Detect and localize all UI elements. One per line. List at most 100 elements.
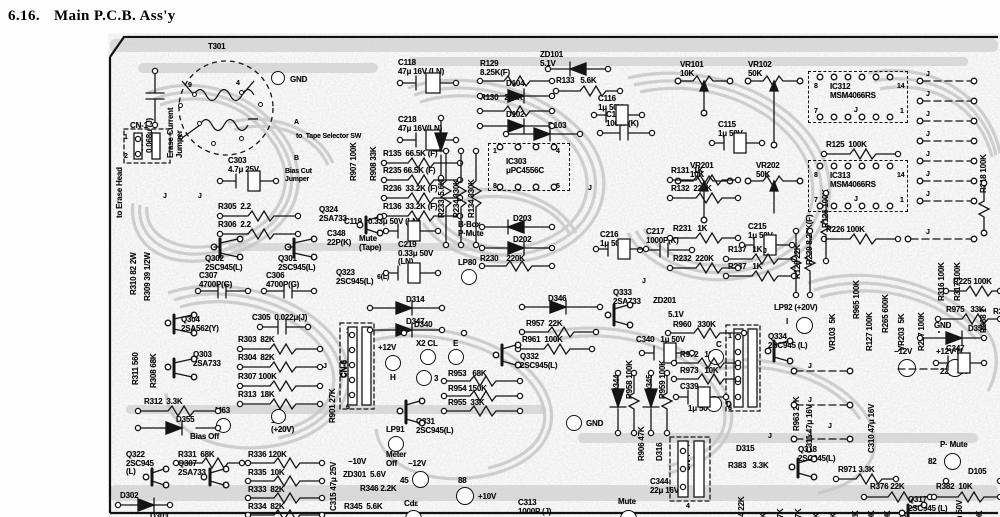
label-cn1: CN-1 [130, 121, 148, 130]
label-vr102: VR102 50K [748, 60, 772, 78]
label-ic303-p8: 8 [493, 183, 497, 190]
label-cn1-pin2: 2 [124, 153, 128, 160]
testpoint-gnd-3 [938, 331, 940, 333]
label-r335: R335 10K [248, 468, 285, 477]
label-zd301: ZD301 5.6V [343, 470, 386, 479]
label-r235: R235 66.5K (F) [383, 166, 436, 175]
label-ic303-p4: 4 [556, 148, 560, 155]
label-q332: Q332 2SC945(L) [520, 352, 558, 370]
label-r133: R133 5.6K [556, 76, 597, 85]
label-ic312-p14: 14 [897, 83, 905, 90]
testpoint-minus12v [898, 359, 916, 377]
label-r336: R336 120K [248, 450, 287, 459]
label-t301-pin9: 9 [188, 82, 192, 89]
label-r960: R960 330K [673, 320, 716, 329]
label-zd101: ZD101 5.1V [540, 50, 564, 68]
label-lp91: LP91 [386, 425, 405, 434]
testpoint-h [385, 355, 401, 371]
label-r131: R131 1K [671, 166, 704, 175]
label-r331: R331 68K [178, 450, 215, 459]
testpoint-lp91 [388, 436, 404, 452]
label-r961: R961 100K [522, 335, 563, 344]
testpoint-88 [456, 487, 474, 505]
testpoint-e [448, 349, 464, 365]
label-t301: T301 [208, 42, 226, 51]
label-q317: Q317 2SC945 (L) [908, 495, 948, 513]
label-r312: R312 3.3K [144, 397, 183, 406]
label-gnd-2: GND [586, 419, 604, 428]
label-r957: R957 22K [526, 319, 563, 328]
label-mute-tape: Mute (Tape) [359, 234, 382, 252]
label-q333: Q333 2SA733 [613, 288, 641, 306]
testpoint-gnd-1 [271, 71, 285, 85]
main-pcb-diagram: to Erase Head C304 0.068μ (J) Erase Curr… [108, 33, 1000, 517]
label-c118: C118 47μ 16V (LN) [398, 58, 445, 76]
testpoint-gnd-2 [566, 415, 582, 431]
label-ic312-p7: 7 [814, 108, 818, 115]
label-cde: Cdε [404, 499, 418, 508]
label-q324: Q324 2SA733 [319, 205, 347, 223]
label-r376: R376 22K [870, 482, 905, 491]
label-point-a: A [294, 119, 299, 126]
testpoint-3 [416, 370, 432, 386]
label-d302: D302 [120, 491, 139, 500]
label-r226: R226 100K [826, 225, 865, 234]
label-ic303-p1: 1 [493, 148, 497, 155]
label-q334: Q334 2SC945 (L) [768, 332, 808, 350]
label-q322: Q322 2SC945 (L) [126, 450, 154, 476]
label-r971: R971 3.3K [838, 465, 875, 474]
label-m63: M63 [215, 406, 230, 415]
label-r303: R303 82K [238, 335, 275, 344]
label-r973: R973 10K [680, 366, 719, 375]
label-plus12v-h: +12V·H [936, 347, 963, 356]
label-c344: C344 22μ 16V [650, 477, 679, 495]
label-d314: D314 [406, 295, 425, 304]
label-vr201: VR201 10K [690, 161, 714, 179]
label-c348: C348 22P(K) [327, 229, 352, 247]
label-d: D [726, 400, 732, 409]
testpoint-1-20v [271, 409, 286, 424]
label-c347: C347 [946, 344, 965, 353]
label-ic312-p1: 1 [900, 108, 904, 115]
label-d202: D202 [513, 235, 532, 244]
label-r305: R305 2.2 [218, 202, 251, 211]
label-p-mute-right: P· Mute [940, 440, 968, 449]
label-ic312: IC312 MSM4066RS [830, 82, 876, 100]
testpoint-45 [412, 471, 429, 488]
label-r135: R135 66.5K (F) [383, 149, 438, 158]
label-bias-off: Bias Off [190, 432, 220, 441]
label-d103: D103 [548, 121, 567, 130]
label-c305: C305 0.022μ(J) [252, 313, 308, 322]
testpoint-x2cl [420, 349, 436, 365]
label-ic313-p7: 7 [814, 197, 818, 204]
label-c306: C306 4700P(G) [266, 271, 300, 289]
label-t301-pin4: 4 [236, 80, 240, 87]
label-c218: C218 47μ 16V(LN) [398, 115, 443, 133]
label-ic313-p8: 8 [814, 172, 818, 179]
label-r953: R953 68K [448, 369, 487, 378]
label-tape-selector: to Tape Selector SW [296, 133, 362, 140]
label-q304: Q304 2SA562(Y) [181, 315, 219, 333]
label-r955: R955 33K [448, 398, 485, 407]
label-r137: R137 1K [728, 245, 763, 254]
label-vr101: VR101 10K [680, 60, 704, 78]
label-ic303-p5: 5 [556, 183, 560, 190]
label-cn7-p4: 4 [686, 503, 690, 510]
label-c303: C303 4.7μ 25V [228, 156, 259, 174]
label-q323: Q323 2SC945(L) [336, 268, 374, 286]
label-c219: C219 0.33μ 50V (LN) [398, 240, 434, 266]
label-r231: R231 1K [673, 224, 708, 233]
label-r136: R136 33.2K (F) [383, 202, 438, 211]
label-88: 88 [458, 476, 467, 485]
label-d105: D105 [968, 467, 987, 476]
ic313-outline [808, 160, 908, 212]
label-c340: C340 1μ 50V [636, 335, 685, 344]
label-r236: R236 33.2K (F) [383, 184, 438, 193]
label-ic312-j: J [854, 107, 858, 114]
ic312-outline [808, 71, 908, 123]
label-r345: R345 5.6K [344, 502, 383, 511]
label-cn6c-p6: 6 [728, 405, 732, 412]
label-d303: D303 [150, 512, 169, 517]
label-minus12v-1: −12V [408, 459, 427, 468]
label-3: 3 [434, 374, 439, 383]
